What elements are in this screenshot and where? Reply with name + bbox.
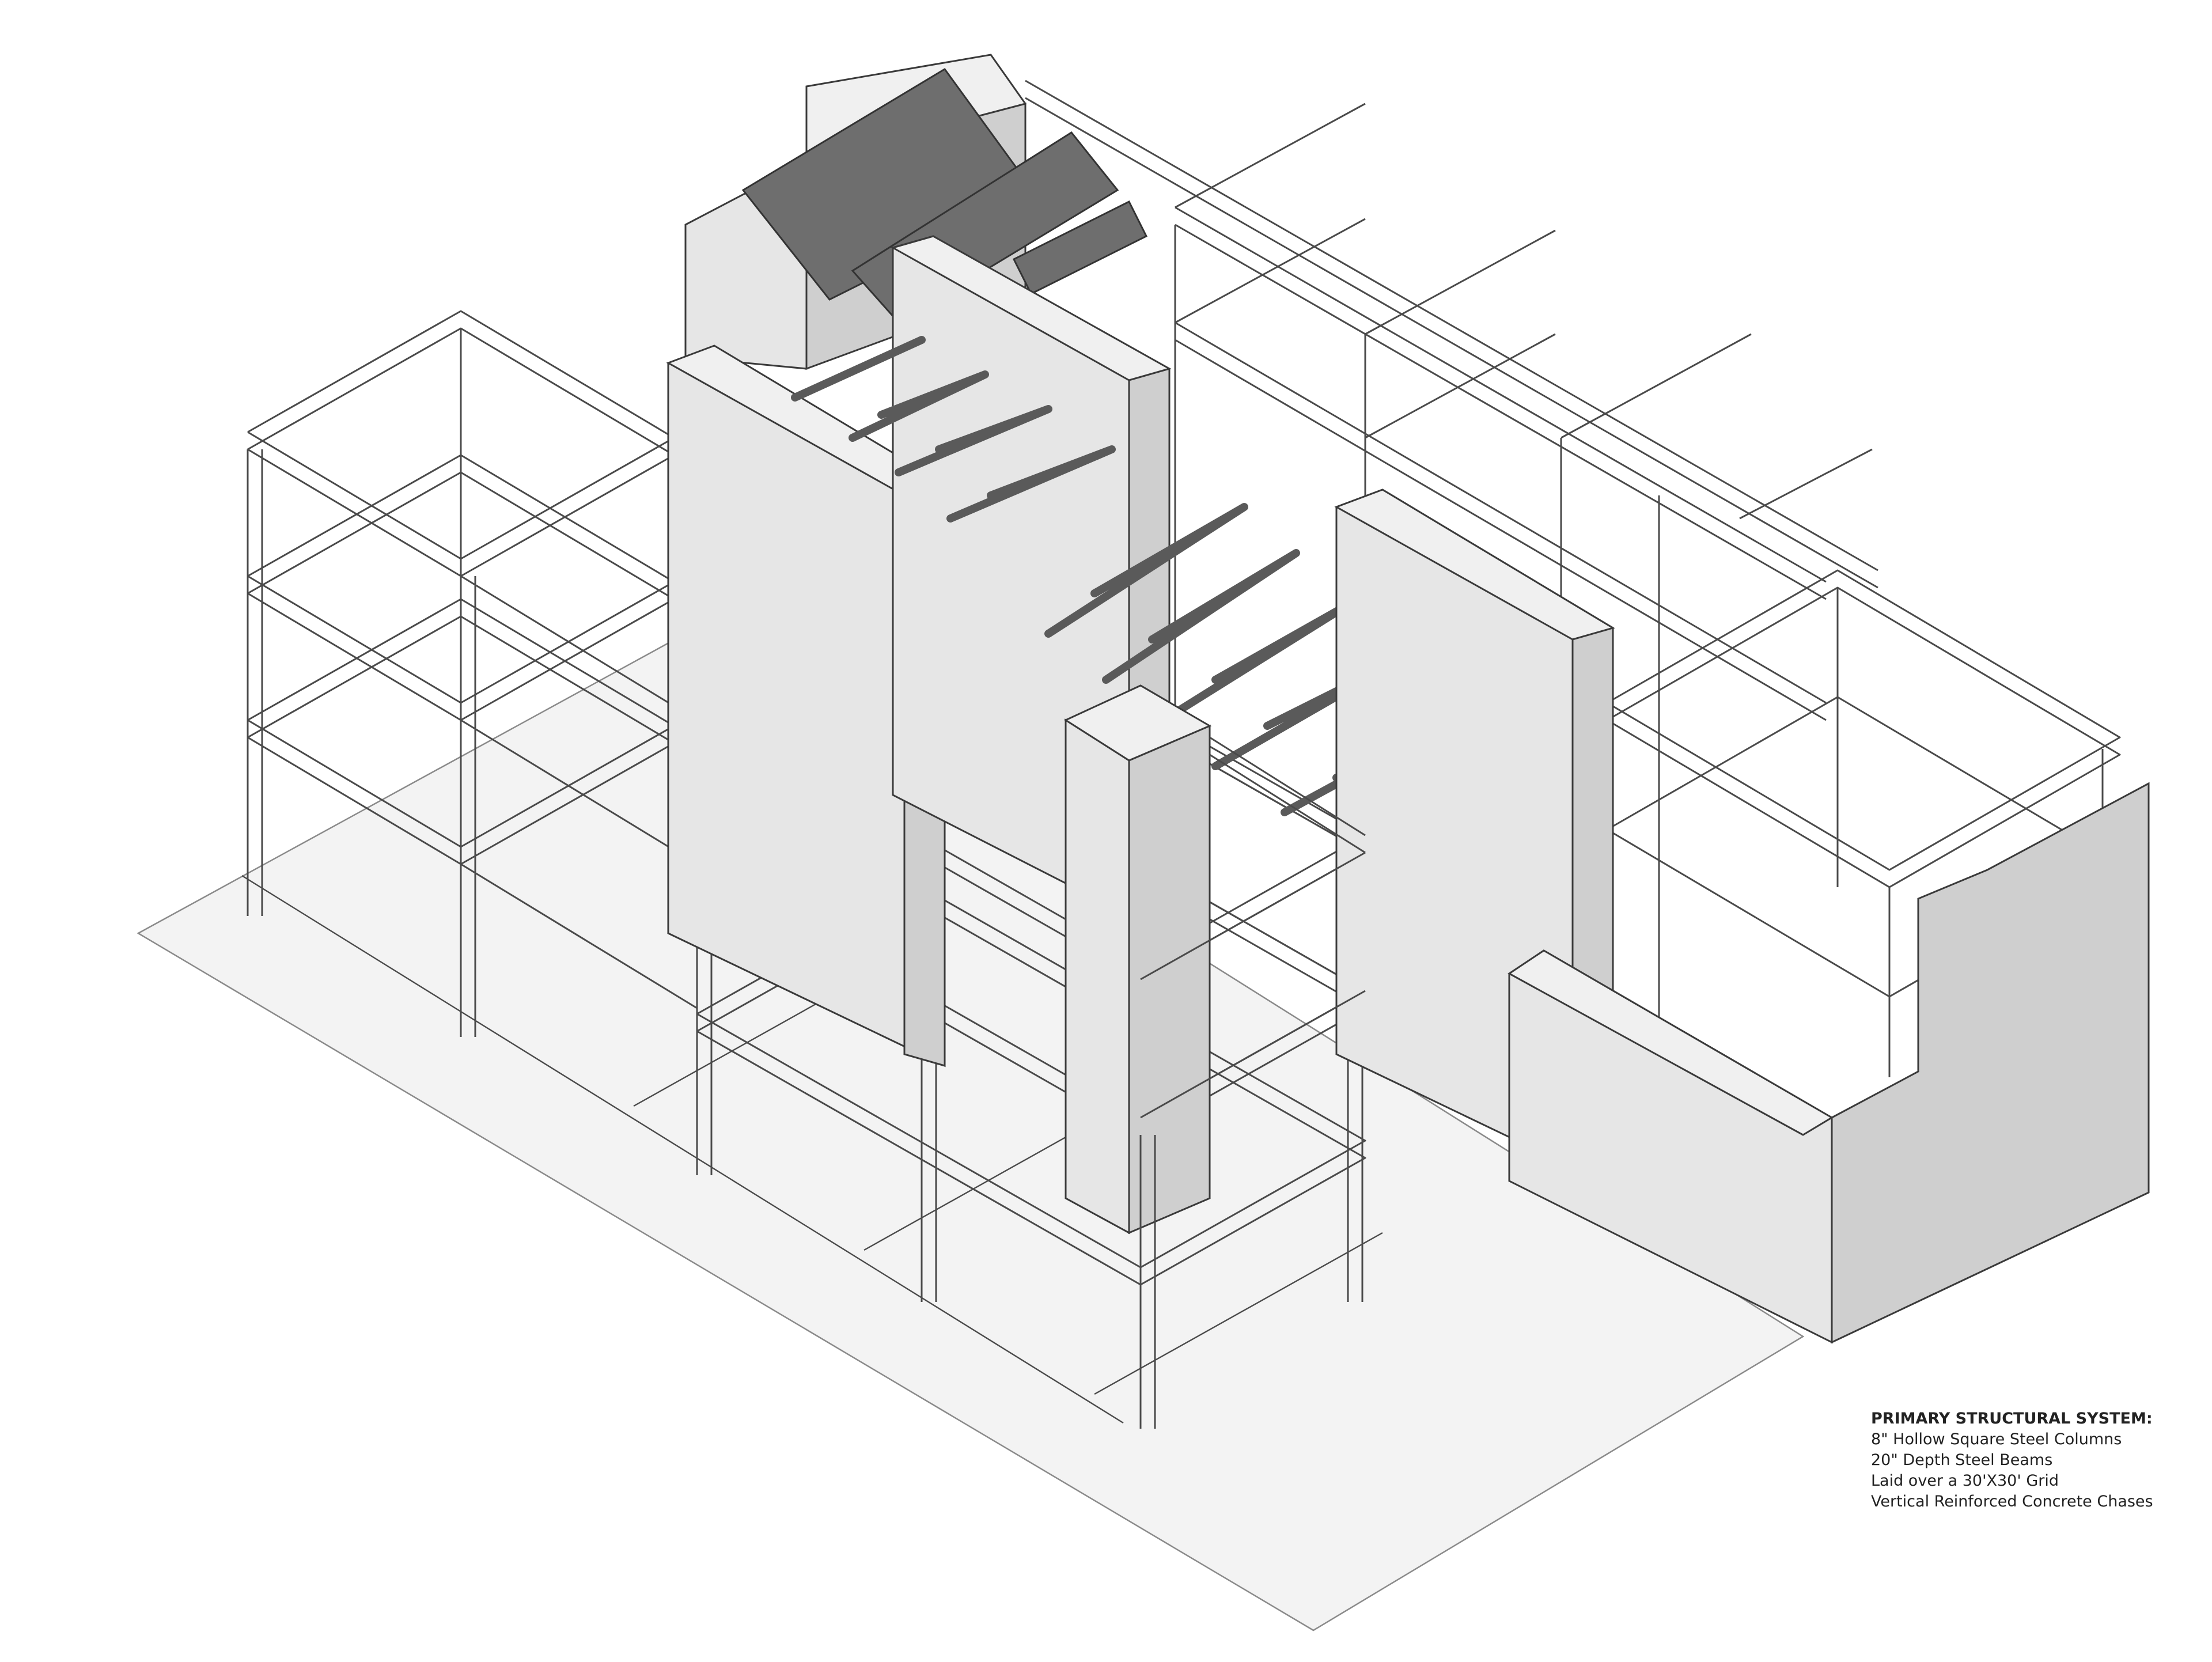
legend-title: PRIMARY STRUCTURAL SYSTEM: — [1871, 1410, 2153, 1428]
concrete-base-block — [1508, 782, 2150, 1344]
legend-line-columns: 8" Hollow Square Steel Columns — [1871, 1430, 2122, 1448]
legend-line-grid: Laid over a 30'X30' Grid — [1871, 1472, 2059, 1490]
legend-line-chases: Vertical Reinforced Concrete Chases — [1871, 1493, 2153, 1510]
front-steel-column — [1139, 1135, 1156, 1429]
ground-plane — [137, 633, 1805, 1631]
concrete-column-chase — [1063, 684, 1212, 1235]
structural-legend: PRIMARY STRUCTURAL SYSTEM: 8" Hollow Squ… — [1871, 1409, 2153, 1512]
concrete-chase-wall-left — [666, 344, 947, 1067]
front-frame-upper-beams — [1140, 736, 1366, 1119]
legend-line-beams: 20" Depth Steel Beams — [1871, 1451, 2053, 1469]
